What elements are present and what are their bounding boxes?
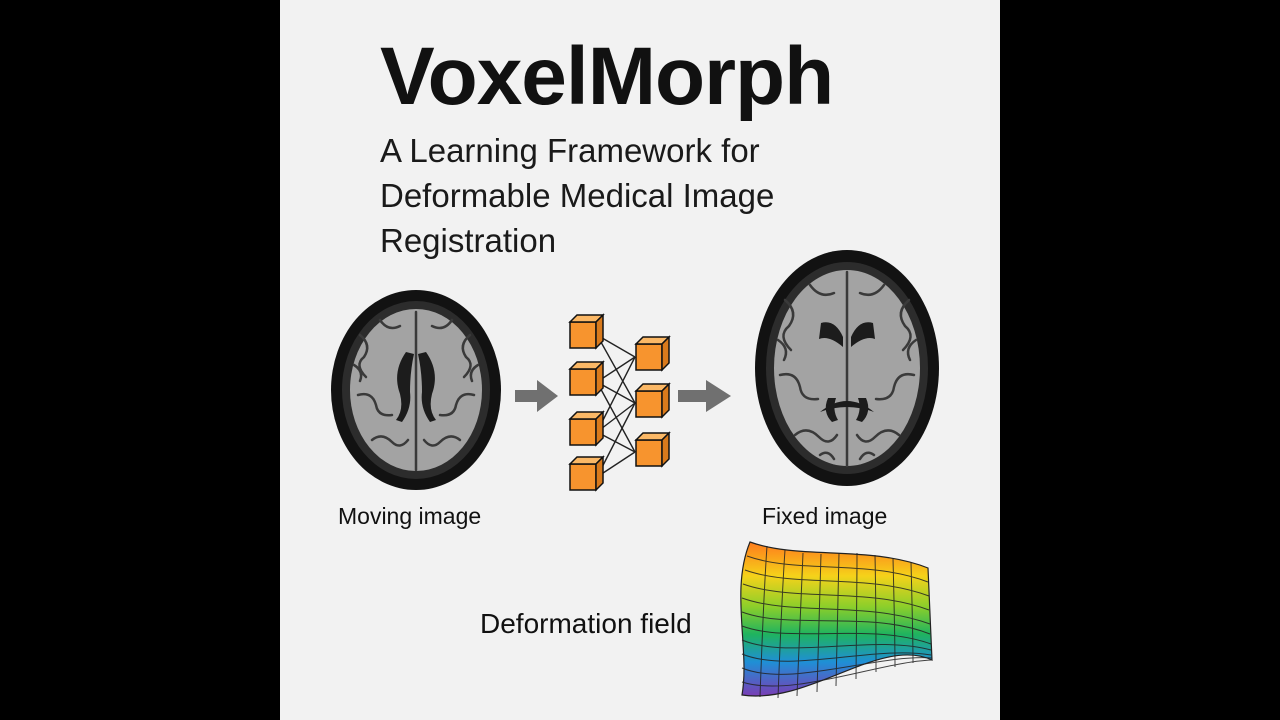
moving-image-label: Moving image [338, 503, 482, 529]
slide-panel: VoxelMorph A Learning Framework for Defo… [280, 0, 1000, 720]
fixed-brain-icon [755, 250, 939, 486]
fixed-image-label: Fixed image [762, 503, 888, 529]
cube-right-2 [634, 382, 671, 419]
right-arrow-icon-2 [678, 380, 731, 412]
subtitle-line-2: Deformable Medical Image [380, 177, 775, 214]
cube-right-1 [634, 335, 671, 372]
cube-left-2 [568, 360, 605, 397]
cube-left-3 [568, 410, 605, 447]
cube-left-4 [568, 455, 605, 492]
neural-network-icon [568, 313, 671, 492]
deformation-field-label: Deformation field [480, 608, 692, 639]
slide-title: VoxelMorph [380, 31, 834, 122]
subtitle-line-1: A Learning Framework for [380, 132, 760, 169]
slide-subtitle: A Learning Framework for Deformable Medi… [380, 128, 900, 263]
cube-right-3 [634, 431, 671, 468]
deformation-grid-icon [740, 541, 933, 699]
cube-left-1 [568, 313, 605, 350]
subtitle-line-3: Registration [380, 222, 557, 259]
diagram-graphic [331, 250, 939, 699]
right-arrow-icon-1 [515, 380, 558, 412]
moving-brain-icon [331, 290, 501, 490]
